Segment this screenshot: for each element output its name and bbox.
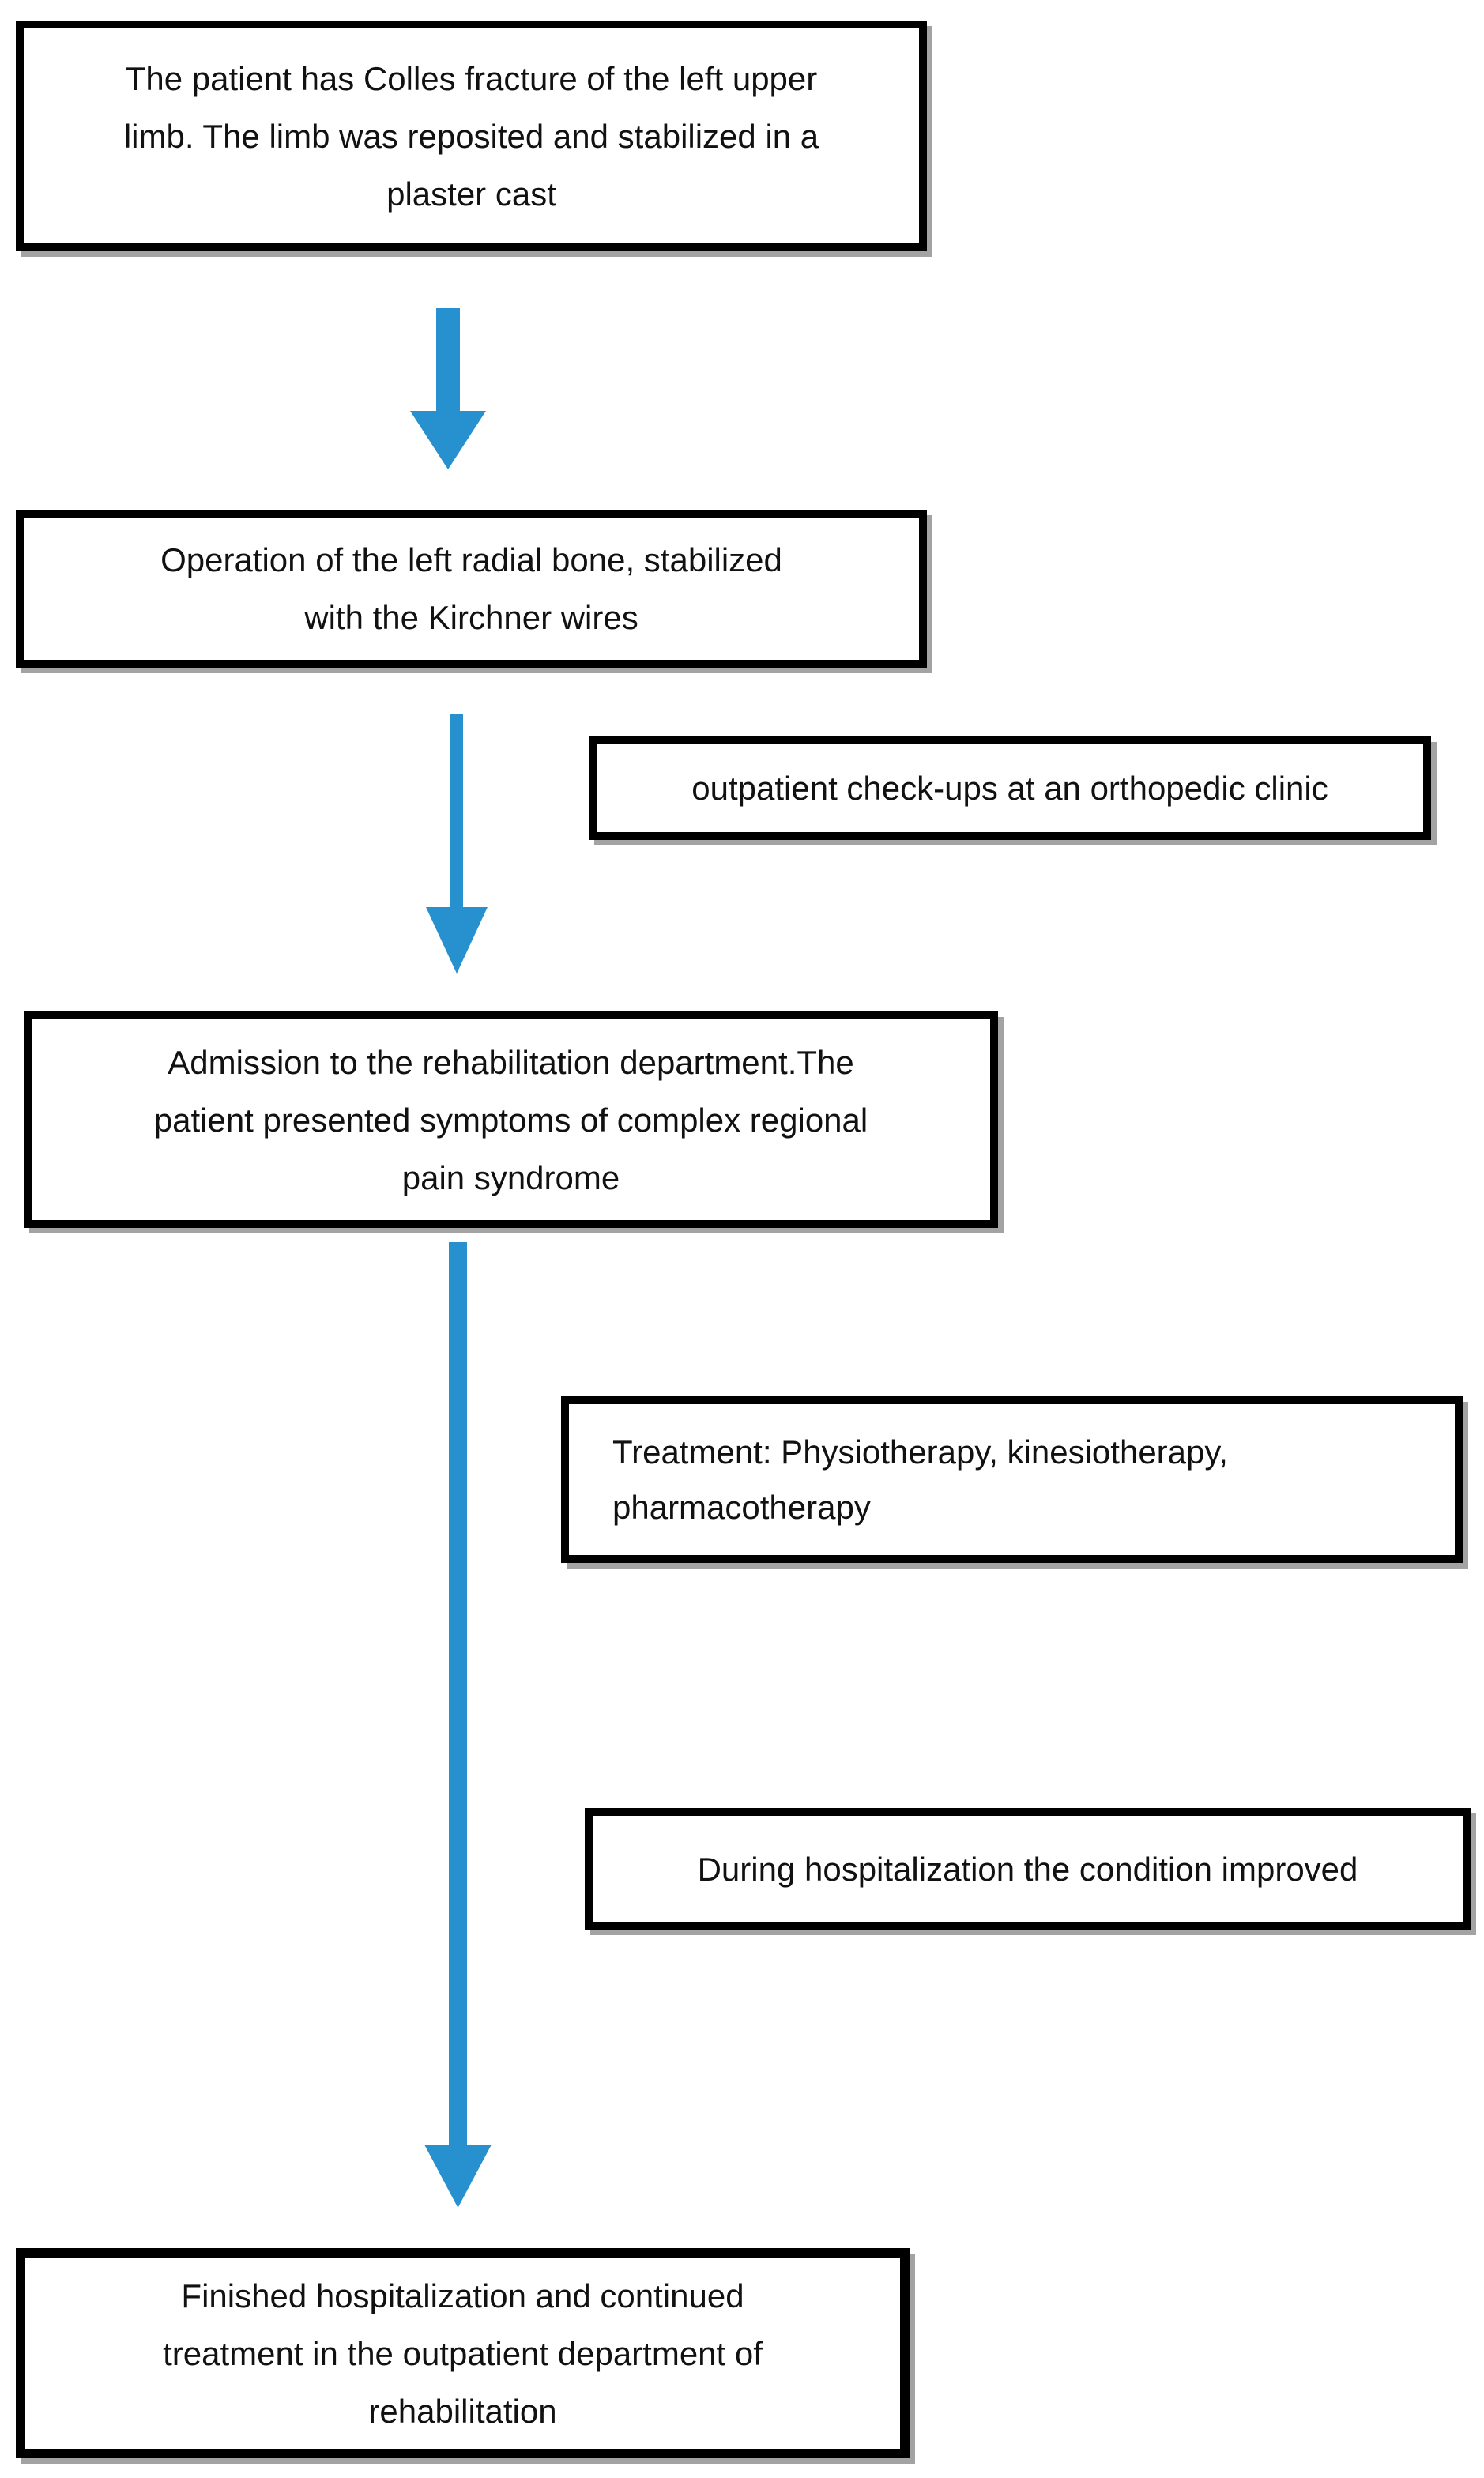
node-finished-hospitalization-label: Finished hospitalization and continued t…	[163, 2277, 763, 2430]
arrow-admission-to-finished-shaft	[449, 1242, 467, 2147]
node-condition-improved: During hospitalization the condition imp…	[585, 1808, 1471, 1930]
node-admission: Admission to the rehabilitation departme…	[24, 1011, 998, 1228]
arrow-admission-to-finished-head	[424, 2145, 492, 2208]
arrow-colles-to-operation-head	[410, 411, 486, 469]
node-operation: Operation of the left radial bone, stabi…	[16, 510, 927, 668]
arrow-operation-to-admission-head	[426, 907, 488, 974]
node-admission-label: Admission to the rehabilitation departme…	[153, 1043, 868, 1196]
node-treatment-label: Treatment: Physiotherapy, kinesiotherapy…	[612, 1433, 1228, 1526]
node-colles-fracture: The patient has Colles fracture of the l…	[16, 21, 927, 251]
arrow-colles-to-operation-shaft	[436, 308, 460, 414]
node-finished-hospitalization: Finished hospitalization and continued t…	[16, 2248, 910, 2458]
node-operation-label: Operation of the left radial bone, stabi…	[160, 541, 782, 636]
node-outpatient-checkups-label: outpatient check-ups at an orthopedic cl…	[691, 770, 1328, 807]
node-colles-fracture-label: The patient has Colles fracture of the l…	[123, 59, 819, 213]
node-outpatient-checkups: outpatient check-ups at an orthopedic cl…	[589, 736, 1431, 840]
node-condition-improved-label: During hospitalization the condition imp…	[697, 1850, 1358, 1888]
arrow-operation-to-admission-shaft	[450, 714, 463, 909]
node-treatment: Treatment: Physiotherapy, kinesiotherapy…	[561, 1396, 1463, 1563]
